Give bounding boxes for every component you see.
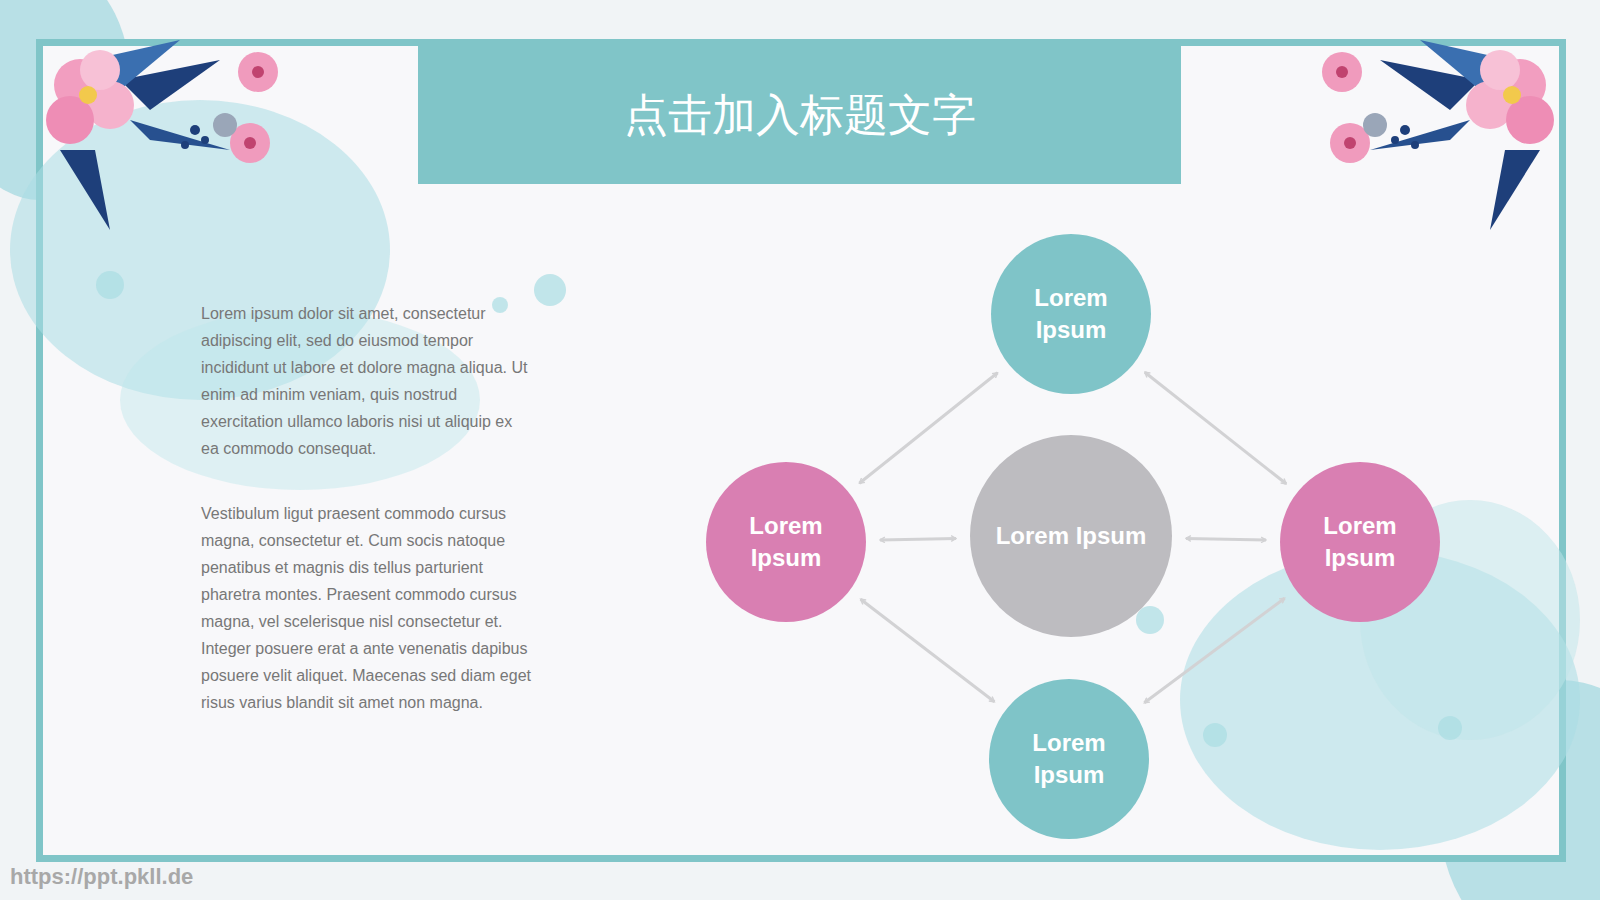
topic-circle: Lorem Ipsum: [1280, 462, 1440, 622]
node-label: Lorem Ipsum: [1009, 727, 1129, 791]
topic-circle: Lorem Ipsum: [991, 234, 1151, 394]
node-label: Lorem Ipsum: [726, 510, 846, 574]
node-label: Lorem Ipsum: [1300, 510, 1420, 574]
double-arrow: [880, 538, 956, 540]
body-paragraph: Vestibulum ligut praesent commodo cursus…: [201, 500, 531, 716]
double-arrow: [859, 373, 997, 484]
watermark: https://ppt.pkll.de: [10, 864, 193, 890]
double-arrow: [1144, 598, 1284, 703]
double-arrow: [1186, 538, 1266, 540]
double-arrow: [1145, 372, 1286, 484]
double-arrow: [861, 599, 995, 702]
topic-circle: Lorem Ipsum: [989, 679, 1149, 839]
body-paragraph: Lorem ipsum dolor sit amet, consectetur …: [201, 300, 531, 462]
node-label: Lorem Ipsum: [981, 520, 1161, 552]
slide-title: 点击加入标题文字: [418, 89, 1181, 141]
topic-circle: Lorem Ipsum: [970, 435, 1172, 637]
topic-circle: Lorem Ipsum: [706, 462, 866, 622]
node-label: Lorem Ipsum: [1011, 282, 1131, 346]
